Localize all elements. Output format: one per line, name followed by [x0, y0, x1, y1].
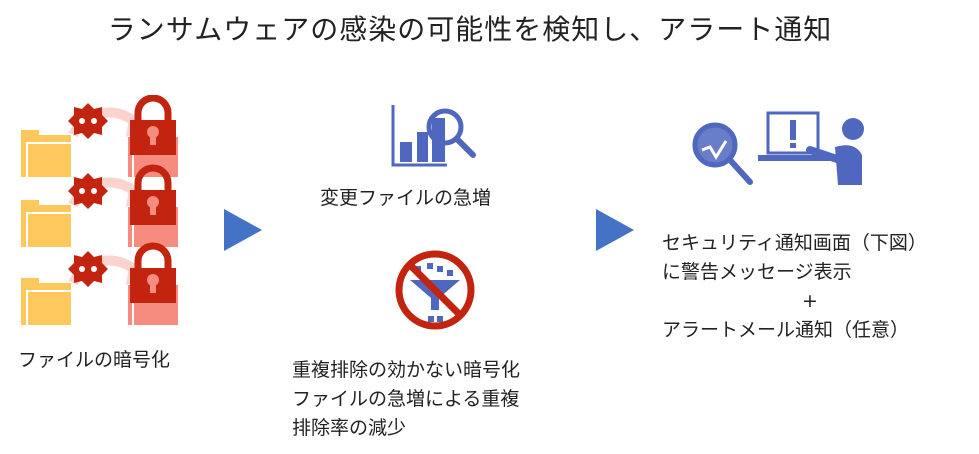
- arrow-right-1: [224, 209, 262, 251]
- no-dedupe-icon: [395, 250, 475, 330]
- plus-sign: +: [802, 290, 818, 312]
- alert-monitor-presenter-icon: [692, 111, 864, 185]
- ransomware-encryption-icon: [18, 95, 183, 325]
- right-text: セキュリティ通知画面（下図） に警告メッセージ表示 + アラートメール通知（任意…: [662, 229, 927, 345]
- left-label: ファイルの暗号化: [18, 349, 171, 371]
- middle-bottom-text: 重複排除の効かない暗号化 ファイルの急増による重複 排除率の減少: [292, 356, 520, 443]
- arrow-right-2: [596, 209, 634, 251]
- right-line: セキュリティ通知画面（下図）: [662, 232, 927, 254]
- middle-top-label: 変更ファイルの急増: [320, 187, 492, 209]
- middle-bottom-line: 重複排除の効かない暗号化: [292, 359, 521, 381]
- page-title: ランサムウェアの感染の可能性を検知し、アラート通知: [107, 13, 833, 46]
- middle-bottom-line: ファイルの急増による重複: [292, 388, 520, 410]
- right-line: に警告メッセージ表示: [662, 261, 852, 283]
- right-line: アラートメール通知（任意）: [662, 319, 910, 341]
- chart-magnifier-icon: [391, 105, 476, 167]
- middle-bottom-line: 排除率の減少: [292, 417, 407, 439]
